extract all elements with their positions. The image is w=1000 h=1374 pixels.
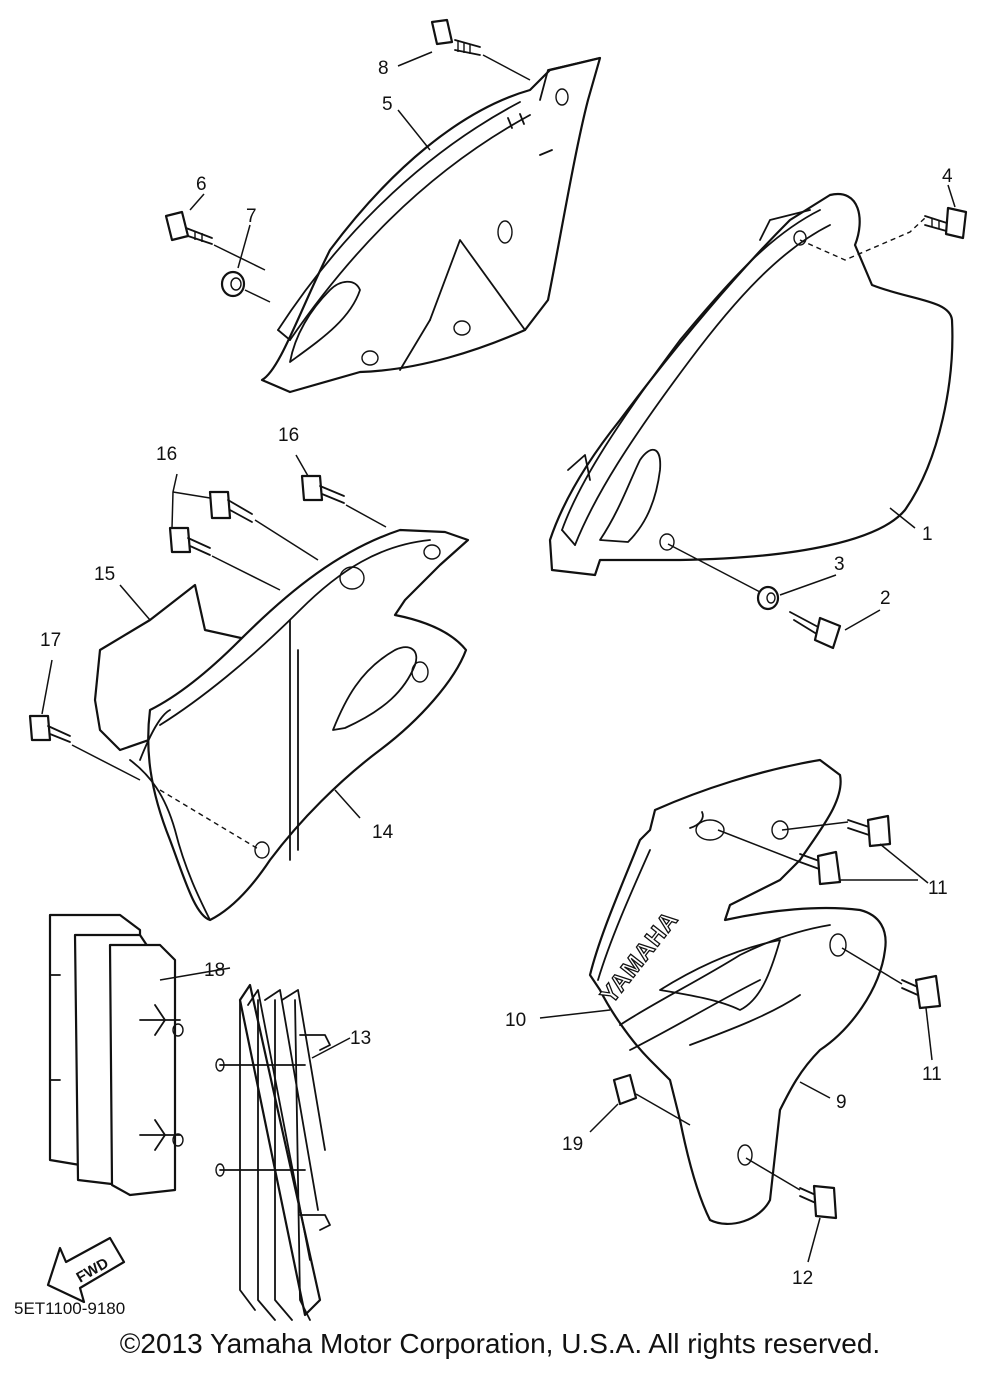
callout-leaders [41, 51, 956, 1263]
part-5-upper-cover [260, 56, 602, 394]
callout-11a: 11 [928, 878, 948, 899]
bolt-17 [28, 714, 71, 743]
callout-5: 5 [382, 94, 393, 115]
callout-8: 8 [378, 58, 389, 79]
callout-18: 18 [204, 960, 225, 981]
collar-3 [756, 585, 780, 611]
part-9-tank-shroud [588, 758, 887, 1225]
part-13-radiator-louver [215, 983, 331, 1321]
collar-7 [220, 270, 246, 298]
bolt-11b [799, 850, 842, 886]
bolt-8 [430, 18, 481, 56]
callout-16b: 16 [278, 425, 299, 446]
bolt-4 [924, 206, 968, 240]
fwd-arrow: FWD [46, 1236, 126, 1304]
copyright-notice: ©2013 Yamaha Motor Corporation, U.S.A. A… [119, 1328, 881, 1359]
callout-2: 2 [880, 588, 891, 609]
callout-15: 15 [94, 564, 115, 585]
callout-labels: 1 2 3 4 5 6 7 8 9 10 11 11 11 12 13 14 1… [40, 58, 953, 1289]
bolt-16c [300, 474, 345, 504]
bolt-16b [168, 526, 211, 556]
callout-9: 9 [836, 1092, 847, 1113]
bolt-16a [208, 490, 253, 523]
bolt-12 [799, 1184, 838, 1220]
callout-1: 1 [922, 524, 933, 545]
diagram-code: 5ET1100-9180 [14, 1299, 125, 1318]
bolt-6 [164, 210, 213, 245]
callout-17: 17 [40, 630, 61, 651]
part-1-side-cover [548, 192, 954, 577]
part-14-radiator-shroud [129, 528, 470, 922]
callout-12: 12 [792, 1268, 813, 1289]
part-19-clip-nut [612, 1073, 638, 1106]
part-18-radiator-guard [48, 913, 184, 1197]
callout-6: 6 [196, 174, 207, 195]
bolt-2 [789, 611, 842, 650]
callout-13: 13 [350, 1028, 371, 1049]
callout-11b: 11 [922, 1064, 942, 1085]
bolt-11a [847, 814, 892, 848]
callout-3: 3 [834, 554, 845, 575]
callout-14: 14 [372, 822, 394, 843]
callout-4: 4 [942, 166, 953, 187]
callout-19: 19 [562, 1134, 583, 1155]
bolt-11c [901, 974, 942, 1010]
assembly-lines [71, 54, 926, 1191]
callout-10: 10 [505, 1010, 526, 1031]
callout-7: 7 [246, 206, 257, 227]
callout-16a: 16 [156, 444, 177, 465]
